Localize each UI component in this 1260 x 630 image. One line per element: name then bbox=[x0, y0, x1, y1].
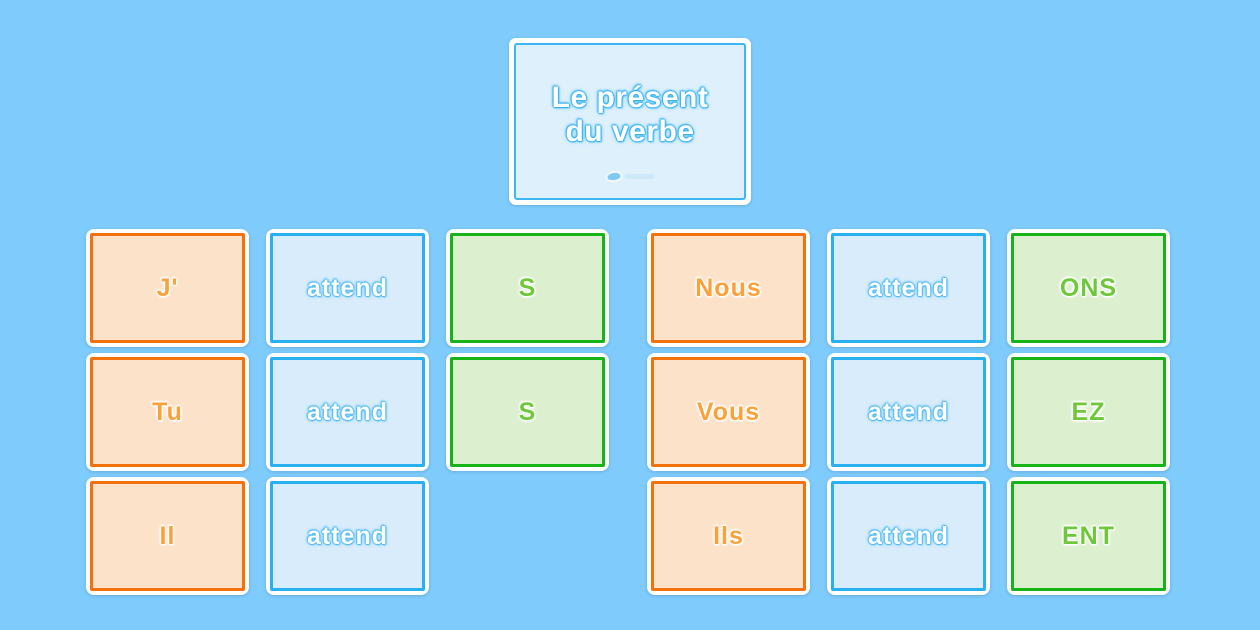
card-group-plural: Vous attend EZ bbox=[647, 353, 1170, 471]
brand-logo bbox=[604, 169, 655, 184]
ending-card-label: EZ bbox=[1011, 357, 1166, 467]
card-group-singular: Il attend bbox=[86, 477, 609, 595]
pronoun-card-label: J' bbox=[90, 233, 245, 343]
pronoun-card[interactable]: Nous bbox=[647, 229, 810, 347]
stem-card[interactable]: attend bbox=[827, 229, 990, 347]
pronoun-card-label: Il bbox=[90, 481, 245, 591]
pronoun-card[interactable]: J' bbox=[86, 229, 249, 347]
brand-logo-wordmark bbox=[624, 174, 655, 179]
page-title: Le présent du verbe bbox=[551, 80, 709, 148]
title-card-inner: Le présent du verbe bbox=[514, 43, 746, 200]
stem-card-label: attend bbox=[831, 357, 986, 467]
stem-card-label: attend bbox=[270, 233, 425, 343]
ending-card-empty-slot bbox=[446, 477, 609, 595]
ending-card[interactable]: ENT bbox=[1007, 477, 1170, 595]
card-group-singular: Tu attend S bbox=[86, 353, 609, 471]
pronoun-card-label: Vous bbox=[651, 357, 806, 467]
pronoun-card[interactable]: Tu bbox=[86, 353, 249, 471]
stem-card-label: attend bbox=[831, 233, 986, 343]
brand-logo-mark bbox=[604, 169, 624, 184]
stem-card[interactable]: attend bbox=[827, 477, 990, 595]
stem-card[interactable]: attend bbox=[827, 353, 990, 471]
card-group-plural: Nous attend ONS bbox=[647, 229, 1170, 347]
stem-card[interactable]: attend bbox=[266, 477, 429, 595]
stem-card[interactable]: attend bbox=[266, 353, 429, 471]
stem-card-label: attend bbox=[831, 481, 986, 591]
pronoun-card-label: Tu bbox=[90, 357, 245, 467]
card-group-plural: Ils attend ENT bbox=[647, 477, 1170, 595]
card-group-singular: J' attend S bbox=[86, 229, 609, 347]
board-row: Il attend Ils attend ENT bbox=[86, 477, 1170, 595]
stem-card-label: attend bbox=[270, 481, 425, 591]
title-card: Le présent du verbe bbox=[509, 38, 751, 205]
pronoun-card[interactable]: Vous bbox=[647, 353, 810, 471]
ending-card-label: ENT bbox=[1011, 481, 1166, 591]
board-row: Tu attend S Vous attend EZ bbox=[86, 353, 1170, 471]
ending-card[interactable]: S bbox=[446, 229, 609, 347]
ending-card[interactable]: S bbox=[446, 353, 609, 471]
ending-card-label: S bbox=[450, 357, 605, 467]
board-row: J' attend S Nous attend ONS bbox=[86, 229, 1170, 347]
pronoun-card-label: Ils bbox=[651, 481, 806, 591]
pronoun-card-label: Nous bbox=[651, 233, 806, 343]
ending-card[interactable]: ONS bbox=[1007, 229, 1170, 347]
pronoun-card[interactable]: Il bbox=[86, 477, 249, 595]
ending-card[interactable]: EZ bbox=[1007, 353, 1170, 471]
stem-card[interactable]: attend bbox=[266, 229, 429, 347]
ending-card-label: ONS bbox=[1011, 233, 1166, 343]
ending-card-label: S bbox=[450, 233, 605, 343]
stem-card-label: attend bbox=[270, 357, 425, 467]
pronoun-card[interactable]: Ils bbox=[647, 477, 810, 595]
conjugation-board: J' attend S Nous attend ONS Tu bbox=[86, 229, 1170, 595]
